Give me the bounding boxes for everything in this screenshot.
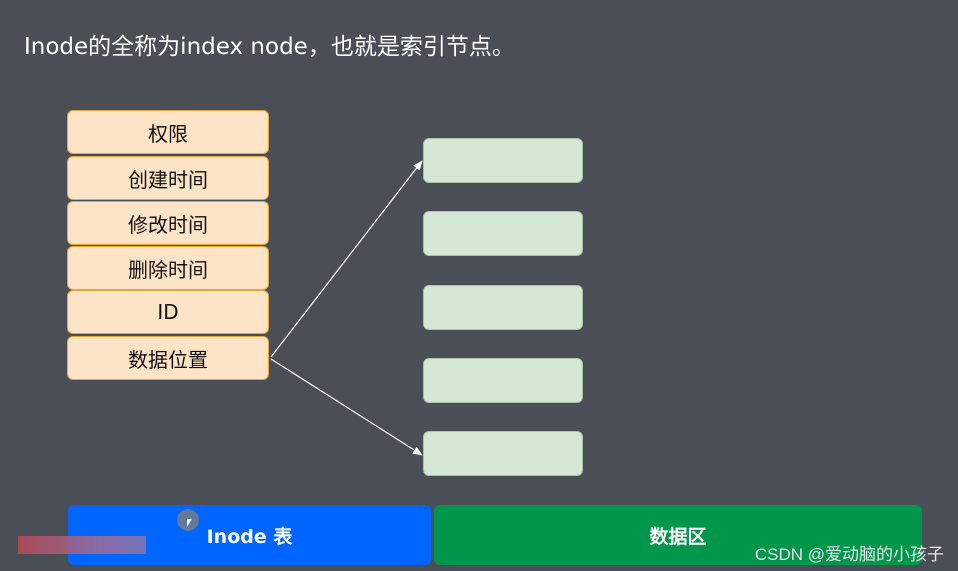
cursor-icon [177, 509, 199, 531]
inode-field-permission: 权限 [67, 110, 269, 154]
data-block-4 [423, 358, 583, 403]
csdn-watermark: CSDN @爱动脑的小孩子 [754, 545, 944, 564]
inode-field-create-time: 创建时间 [67, 156, 269, 200]
data-block-5 [423, 431, 583, 476]
inode-table-label: Inode 表 [206, 525, 293, 548]
arrow-to-first-block [270, 160, 423, 358]
data-block-2 [423, 211, 583, 256]
data-block-3 [423, 285, 583, 330]
arrow-to-last-block [270, 358, 423, 456]
blurred-region [18, 536, 146, 554]
inode-field-modify-time: 修改时间 [67, 201, 269, 245]
inode-table-bar: Inode 表 [68, 505, 431, 565]
data-block-1 [423, 138, 583, 183]
data-area-label: 数据区 [649, 525, 707, 548]
diagram-title: Inode的全称为index node，也就是索引节点。 [24, 34, 515, 60]
inode-field-data-location: 数据位置 [67, 336, 269, 380]
blurred-channel-watermark [0, 532, 150, 558]
inode-field-id: ID [67, 290, 269, 334]
data-area-bar: 数据区 [434, 505, 922, 565]
inode-field-delete-time: 删除时间 [67, 246, 269, 290]
